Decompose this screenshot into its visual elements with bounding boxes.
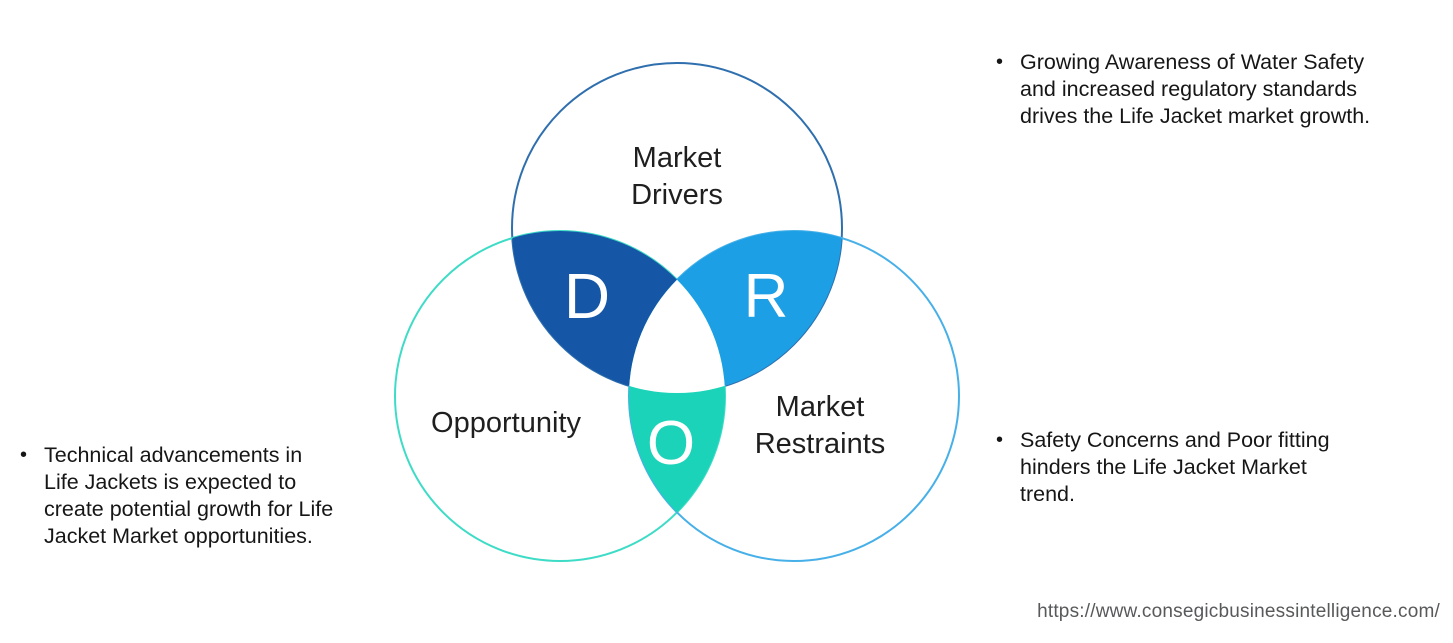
restraints-bullet-line: Safety Concerns and Poor fitting [1020,428,1330,452]
drivers-restraints-overlap [629,231,842,393]
restraints-bullet-line: hinders the Life Jacket Market [1020,455,1307,479]
drivers-bullet-line: drives the Life Jacket market growth. [1020,104,1371,128]
opportunity-bullet-line: create potential growth for Life [44,497,334,521]
restraints-bullet: • Safety Concerns and Poor fitting hinde… [996,427,1330,508]
opportunity-bullet: • Technical advancements in Life Jackets… [20,442,333,550]
drivers-bullet: • Growing Awareness of Water Safety and … [996,49,1370,130]
restraints-label-line1: Market [776,391,865,423]
letter-r: R [744,262,789,331]
drivers-bullet-line: and increased regulatory standards [1020,77,1358,101]
drivers-label-line1: Market [633,142,722,174]
restraints-bullet-text: Safety Concerns and Poor fitting hinders… [1020,427,1330,508]
bullet-marker: • [996,429,1004,451]
restraints-label-line2: Restraints [755,428,886,460]
letter-o: O [647,409,695,478]
bullet-marker: • [996,51,1004,73]
drivers-bullet-text: Growing Awareness of Water Safety and in… [1020,49,1370,130]
opportunity-label: Opportunity [431,407,581,439]
opportunity-bullet-line: Life Jackets is expected to [44,470,297,494]
bullet-marker: • [20,444,28,466]
drivers-bullet-line: Growing Awareness of Water Safety [1020,50,1365,74]
letter-d: D [564,260,610,332]
opportunity-bullet-line: Jacket Market opportunities. [44,524,313,548]
opportunity-bullet-text: Technical advancements in Life Jackets i… [44,442,333,550]
source-url: https://www.consegicbusinessintelligence… [1037,601,1440,622]
opportunity-bullet-line: Technical advancements in [44,443,303,467]
drivers-label-line2: Drivers [631,179,723,211]
restraints-bullet-line: trend. [1020,482,1075,506]
drivers-opportunity-overlap [512,231,725,393]
